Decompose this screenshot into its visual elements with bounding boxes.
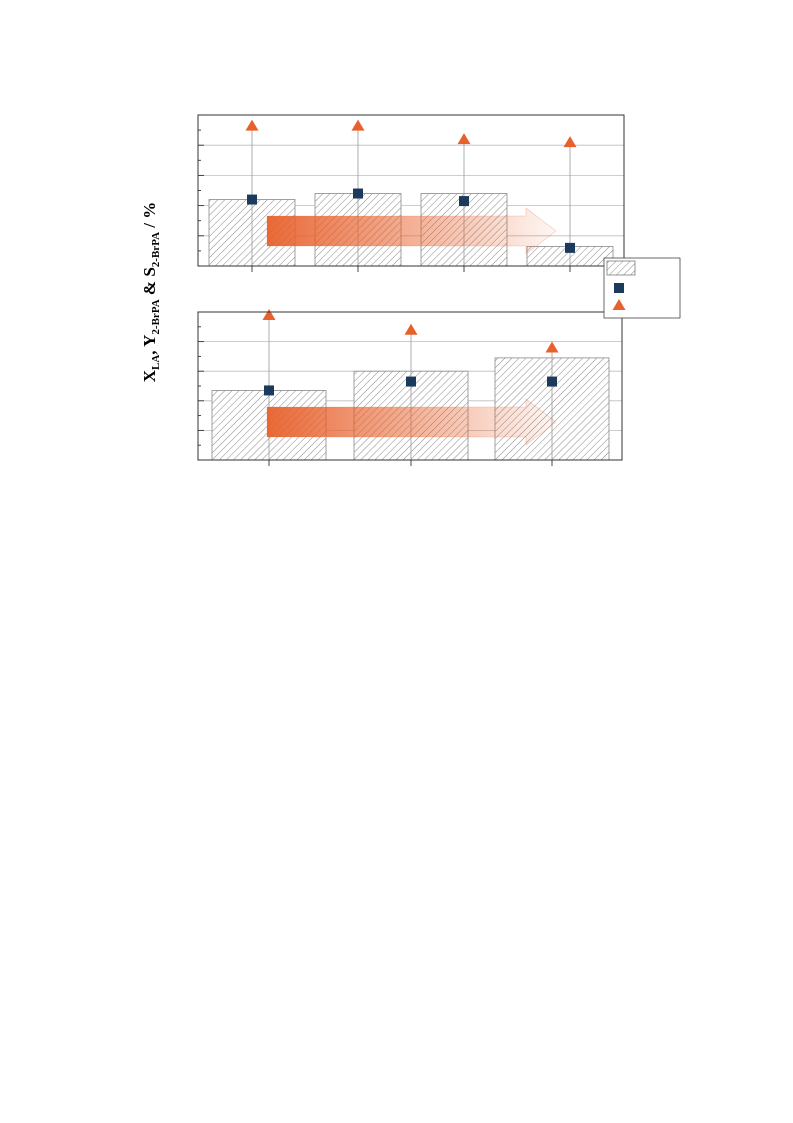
triangle-marker xyxy=(404,323,418,335)
ylabel-s-sub: 2-BrPA xyxy=(150,232,162,267)
ylabel-sep2: & xyxy=(140,277,159,300)
square-marker xyxy=(264,385,274,396)
square-marker xyxy=(565,242,575,253)
ylabel-sep1: , xyxy=(140,347,159,355)
top-chart-panel xyxy=(197,114,625,272)
square-marker xyxy=(353,188,363,199)
triangle-marker xyxy=(457,133,471,145)
bottom-chart-panel xyxy=(197,308,623,466)
ylabel-y-sub: 2-BrPA xyxy=(150,299,162,334)
ylabel-x-sub: LA xyxy=(150,355,162,370)
y-axis-label: XLA, Y2-BrPA & S2-BrPA / % xyxy=(140,202,162,383)
square-marker xyxy=(459,196,469,207)
trend-arrow xyxy=(266,398,557,446)
square-marker xyxy=(247,194,257,205)
square-marker xyxy=(406,376,416,387)
triangle-marker xyxy=(245,119,259,131)
legend xyxy=(603,257,681,319)
square-marker-icon xyxy=(614,283,624,293)
ylabel-unit: / % xyxy=(140,202,159,232)
triangle-marker-icon xyxy=(612,299,626,310)
triangle-marker xyxy=(563,136,577,148)
ylabel-s: S xyxy=(140,267,159,276)
hatched-bar-icon xyxy=(606,260,636,276)
triangle-marker xyxy=(545,341,559,353)
trend-arrow xyxy=(266,207,557,255)
triangle-marker xyxy=(262,308,276,320)
ylabel-y: Y xyxy=(140,335,159,347)
square-marker xyxy=(547,376,557,387)
ylabel-x: X xyxy=(140,369,159,382)
triangle-marker xyxy=(351,119,365,131)
